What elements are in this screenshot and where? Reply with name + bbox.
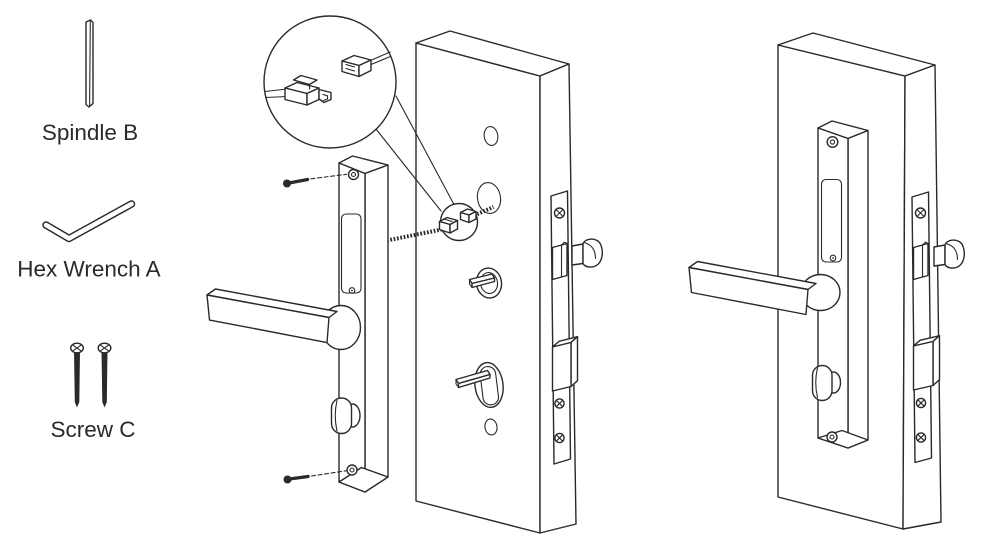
deadbolt [551, 336, 579, 392]
hex-wrench-label: Hex Wrench A [17, 257, 160, 282]
screw-guide-line [310, 470, 347, 477]
callout-circle [263, 15, 397, 149]
screw-label: Screw C [50, 417, 135, 442]
male-connector-zoomed [341, 51, 392, 78]
cable-connection [386, 202, 495, 243]
thumbturn [811, 364, 842, 402]
cable-segment-right [473, 205, 495, 218]
screw-guide-line [310, 173, 348, 180]
hex-wrench-icon [42, 200, 136, 243]
cylinder-hub [455, 361, 504, 409]
faceplate-screw-top [553, 207, 566, 219]
male-connector [459, 208, 477, 224]
exterior-handle [933, 239, 965, 269]
faceplate-screw-bottom [554, 432, 565, 444]
screw-hole-bottom [346, 464, 358, 476]
screws-icon [69, 342, 112, 408]
assembled-view [688, 32, 965, 530]
mortise-faceplate [550, 190, 579, 465]
spindle-hub [468, 267, 503, 299]
mounting-screw-top [826, 135, 839, 148]
latch-bolt [551, 241, 568, 281]
connector-callout [263, 15, 455, 212]
thumbturn [330, 397, 361, 435]
callout-leader-line-1 [375, 128, 442, 212]
spindle-icon [85, 19, 94, 108]
exploded-view [206, 15, 603, 534]
exterior-handle [571, 238, 603, 268]
plate-side-face [847, 129, 869, 449]
mounting-screw-bottom [283, 470, 347, 484]
spindle-label: Spindle B [42, 120, 138, 145]
lever-handle [206, 288, 362, 351]
lever-handle [688, 260, 841, 316]
fixing-hole [484, 418, 498, 436]
interior-escutcheon [206, 155, 389, 493]
interior-escutcheon [688, 120, 869, 449]
parts-legend: Spindle B Hex Wrench A Screw C [17, 19, 161, 442]
mounting-screw-top [283, 173, 348, 188]
callout-leader-line-2 [395, 95, 455, 206]
female-connector [438, 216, 459, 234]
battery-cover [340, 213, 362, 294]
screw-2 [97, 342, 112, 408]
faceplate-screw-top [914, 207, 927, 219]
female-connector-zoomed [264, 74, 332, 106]
mortise-faceplate [911, 191, 941, 464]
latch-bolt [912, 241, 929, 281]
cable-hole [476, 182, 502, 214]
faceplate-screw-mid [554, 398, 565, 409]
battery-cover [820, 178, 843, 263]
faceplate-screw-mid [915, 397, 927, 409]
mounting-screw-bottom [826, 431, 838, 443]
sensor-hole [483, 126, 499, 146]
cable-segment-left [386, 227, 445, 243]
plate-side-face [364, 164, 389, 493]
door-panel [415, 30, 603, 534]
deadbolt [912, 335, 941, 391]
screw-hole-top [347, 168, 360, 181]
faceplate-screw-bottom [915, 432, 927, 443]
screw-1 [69, 342, 84, 408]
